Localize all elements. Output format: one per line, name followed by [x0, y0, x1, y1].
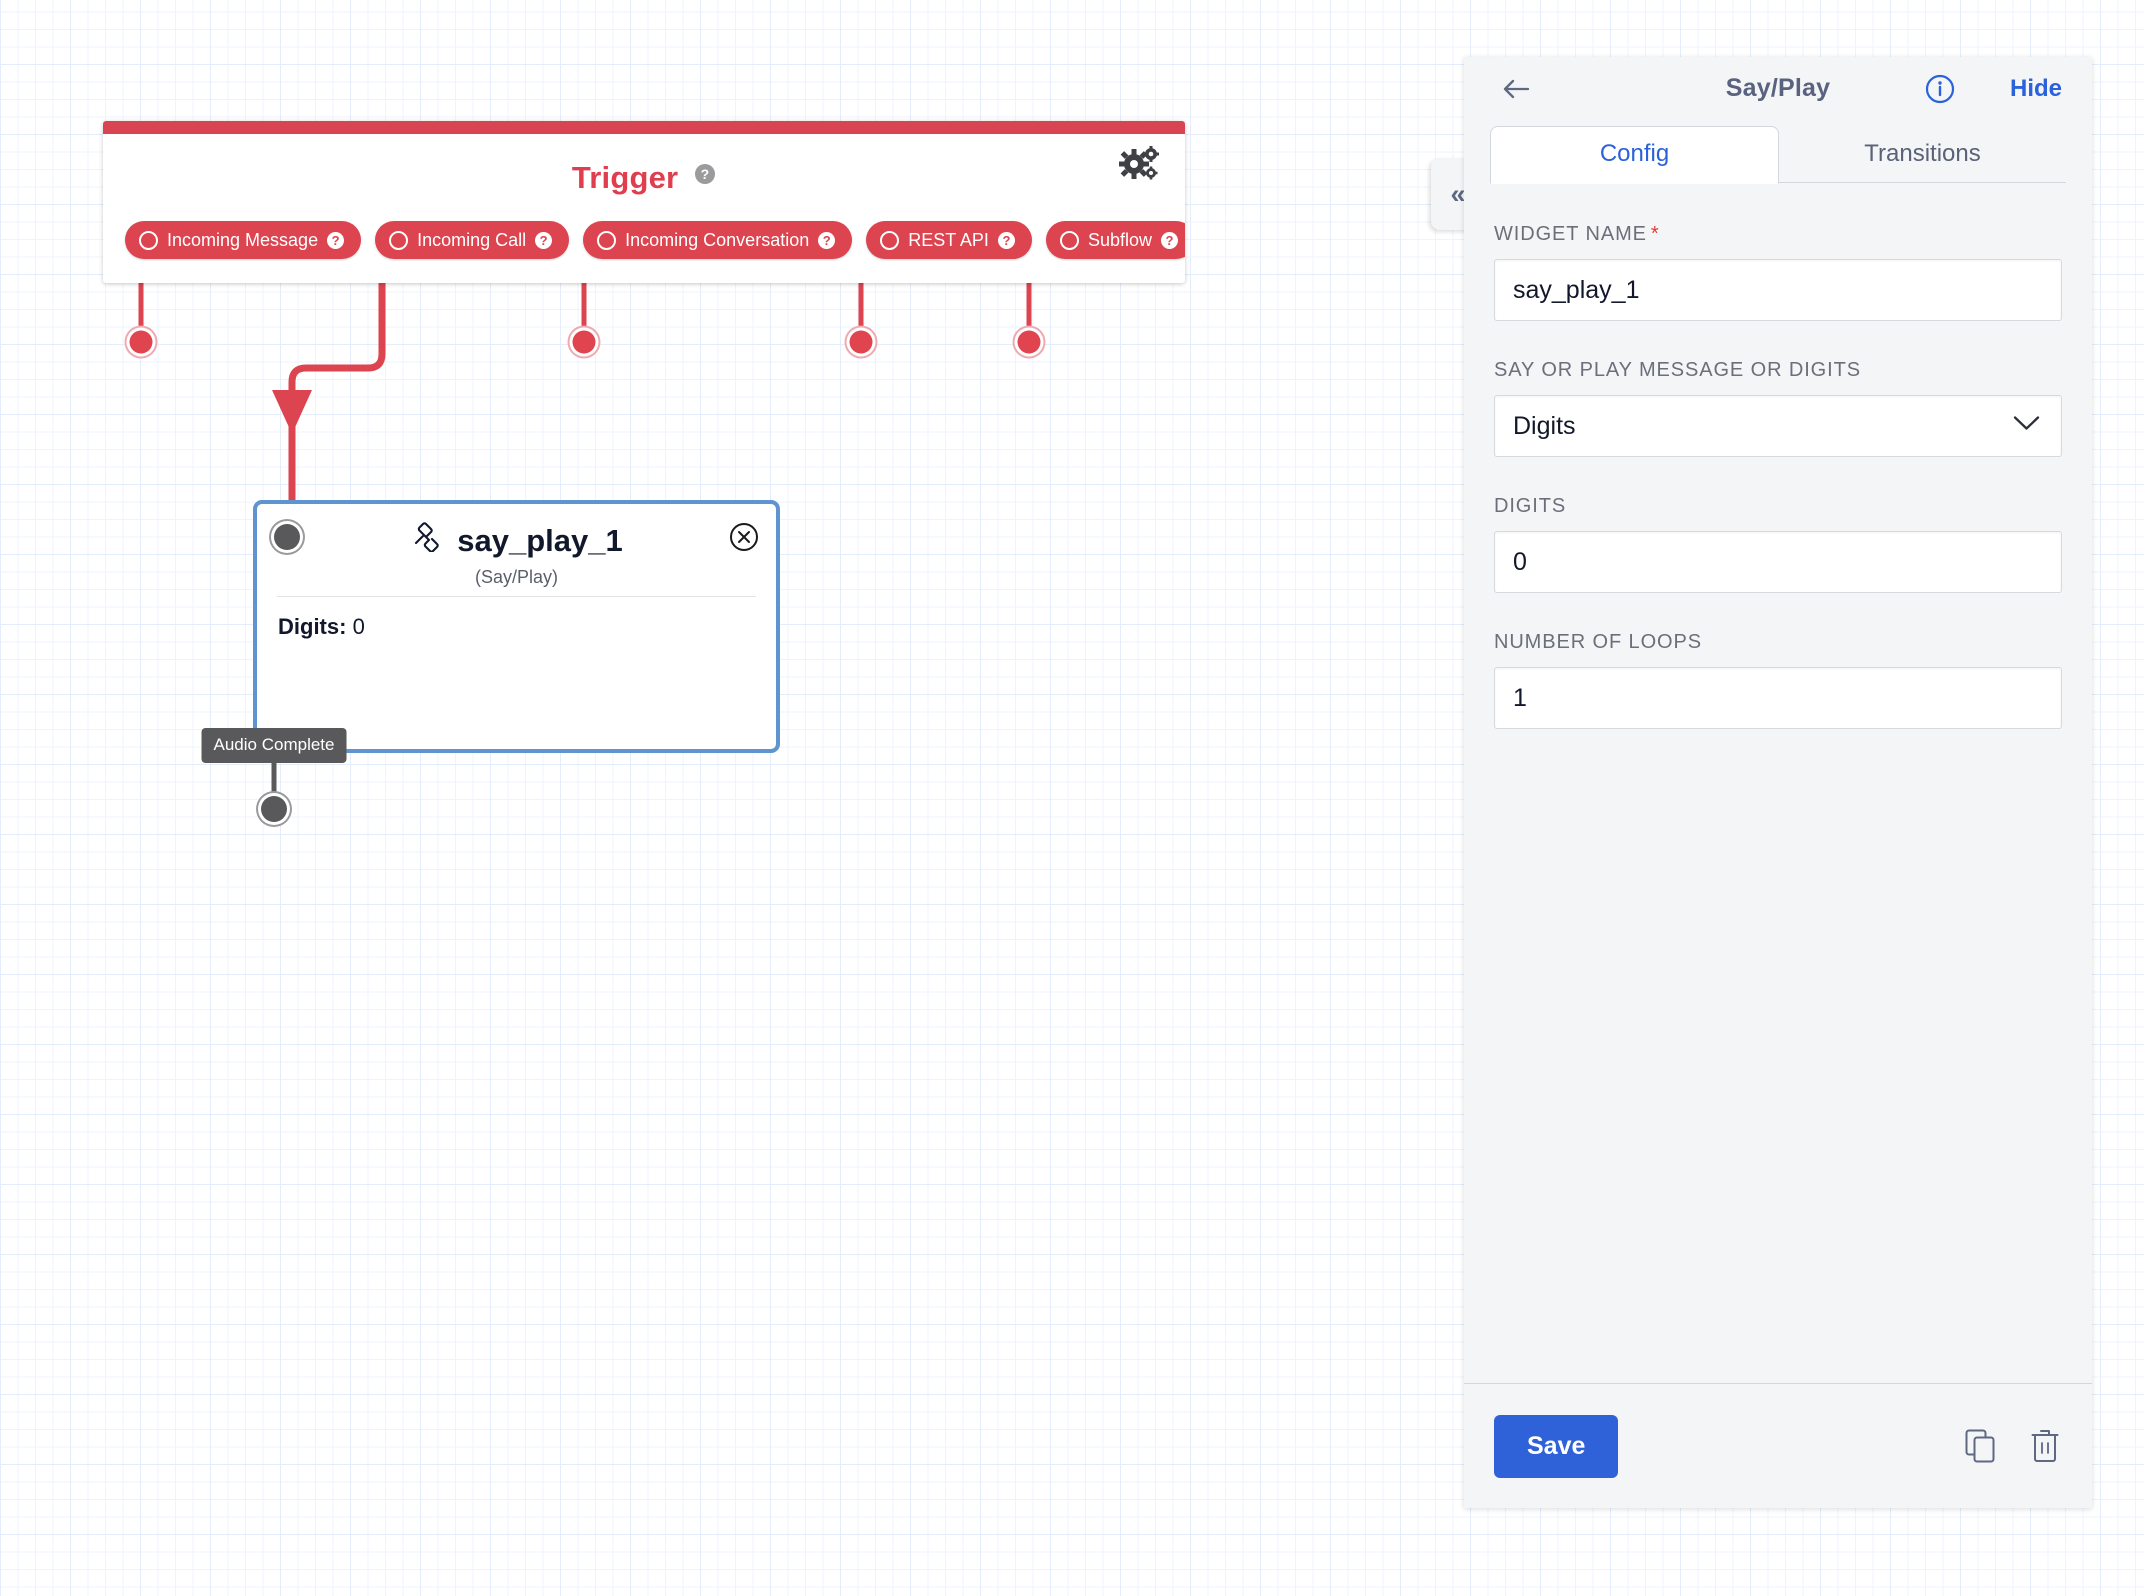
gears-icon[interactable] [1119, 145, 1161, 185]
field-label-widget-name: WIDGET NAME* [1494, 223, 2062, 246]
trigger-pill-subflow[interactable]: Subflow ? [1045, 221, 1185, 259]
node-title: say_play_1 [457, 523, 623, 558]
phone-handset-icon [410, 522, 444, 560]
panel-form: WIDGET NAME* SAY OR PLAY MESSAGE OR DIGI… [1464, 183, 2092, 1383]
connector-incoming-call-to-node [288, 268, 386, 402]
help-circle-icon[interactable]: ? [327, 231, 345, 249]
arrow-left-icon[interactable] [1502, 78, 1530, 100]
trigger-port-rest-api[interactable] [849, 330, 873, 354]
copy-icon[interactable] [1965, 1429, 1997, 1463]
widget-node-say-play-1[interactable]: say_play_1 (Say/Play) Digits: 0 [253, 500, 780, 753]
close-circle-icon[interactable] [729, 522, 759, 552]
svg-text:?: ? [701, 166, 710, 182]
trigger-pill-label: Subflow [1087, 229, 1152, 250]
node-header: say_play_1 (Say/Play) [257, 504, 776, 596]
field-label-number-of-loops: NUMBER OF LOOPS [1494, 631, 1702, 653]
collapse-panel-button: « [1450, 178, 1465, 209]
trigger-title: Trigger [571, 160, 679, 195]
help-circle-icon[interactable]: ? [997, 231, 1015, 249]
help-circle-icon[interactable]: ? [535, 231, 553, 249]
trigger-pill-incoming-call[interactable]: Incoming Call ? [375, 221, 570, 259]
help-circle-icon[interactable]: ? [1160, 231, 1178, 249]
trigger-port-incoming-message[interactable] [129, 330, 153, 354]
trigger-pill-incoming-conversation[interactable]: Incoming Conversation ? [583, 221, 853, 259]
trigger-pill-incoming-message[interactable]: Incoming Message ? [125, 221, 362, 259]
node-title-row: say_play_1 [257, 522, 776, 560]
connector-arrowhead [272, 390, 312, 434]
help-circle-icon[interactable]: ? [818, 231, 836, 249]
trigger-pill-rest-api[interactable]: REST API ? [866, 221, 1032, 259]
circle-outline-icon [880, 230, 900, 250]
node-summary-value: 0 [352, 614, 365, 639]
trigger-port-incoming-conversation[interactable] [572, 330, 596, 354]
trigger-accent-bar [103, 121, 1185, 134]
panel-footer: Save [1464, 1383, 2092, 1508]
field-label-say-or-play: SAY OR PLAY MESSAGE OR DIGITS [1494, 359, 1861, 381]
trigger-pill-label: Incoming Message [167, 229, 319, 250]
node-summary: Digits: 0 [278, 614, 365, 640]
node-divider [277, 596, 756, 597]
info-circle-icon[interactable] [1925, 74, 1955, 104]
trigger-title-row: Trigger ? [103, 157, 1185, 196]
footer-action-icons [1965, 1429, 2062, 1463]
widget-config-panel: Say/Play Hide Config Transitions WIDGET … [1464, 57, 2092, 1508]
trigger-pill-row: Incoming Message ? Incoming Call ? Incom… [125, 221, 1185, 259]
digits-input[interactable] [1494, 531, 2062, 593]
trash-icon[interactable] [2030, 1429, 2062, 1463]
trigger-pill-label: Incoming Conversation [625, 229, 810, 250]
node-subtitle: (Say/Play) [474, 567, 559, 587]
trigger-port-subflow[interactable] [1017, 330, 1041, 354]
number-of-loops-input[interactable] [1494, 667, 2062, 729]
trigger-pill-label: Incoming Call [417, 229, 527, 250]
node-output-port[interactable] [261, 796, 287, 822]
panel-title: Say/Play [1725, 74, 1831, 102]
field-label-text: WIDGET NAME [1494, 223, 1647, 245]
save-button[interactable]: Save [1494, 1414, 1619, 1478]
help-circle-icon[interactable]: ? [694, 157, 716, 193]
node-summary-key: Digits: [278, 614, 347, 639]
node-output-label[interactable]: Audio Complete [201, 728, 347, 763]
say-or-play-select[interactable] [1494, 395, 2062, 457]
hide-panel-button[interactable]: Hide [2009, 74, 2062, 102]
panel-tabs: Config Transitions [1464, 120, 2092, 184]
circle-outline-icon [597, 230, 617, 250]
required-marker: * [1650, 223, 1660, 245]
trigger-pill-label: REST API [908, 229, 989, 250]
say-or-play-select-wrap[interactable] [1494, 395, 2062, 457]
circle-outline-icon [389, 230, 409, 250]
panel-header: Say/Play Hide [1464, 57, 2092, 120]
node-input-port[interactable] [274, 524, 300, 550]
tab-config[interactable]: Config [1490, 126, 1779, 184]
circle-outline-icon [1059, 230, 1079, 250]
circle-outline-icon [139, 230, 158, 250]
field-label-digits: DIGITS [1494, 495, 1567, 517]
trigger-card[interactable]: Trigger ? [103, 121, 1185, 283]
widget-name-input[interactable] [1494, 259, 2062, 321]
tab-transitions[interactable]: Transitions [1864, 140, 1981, 167]
